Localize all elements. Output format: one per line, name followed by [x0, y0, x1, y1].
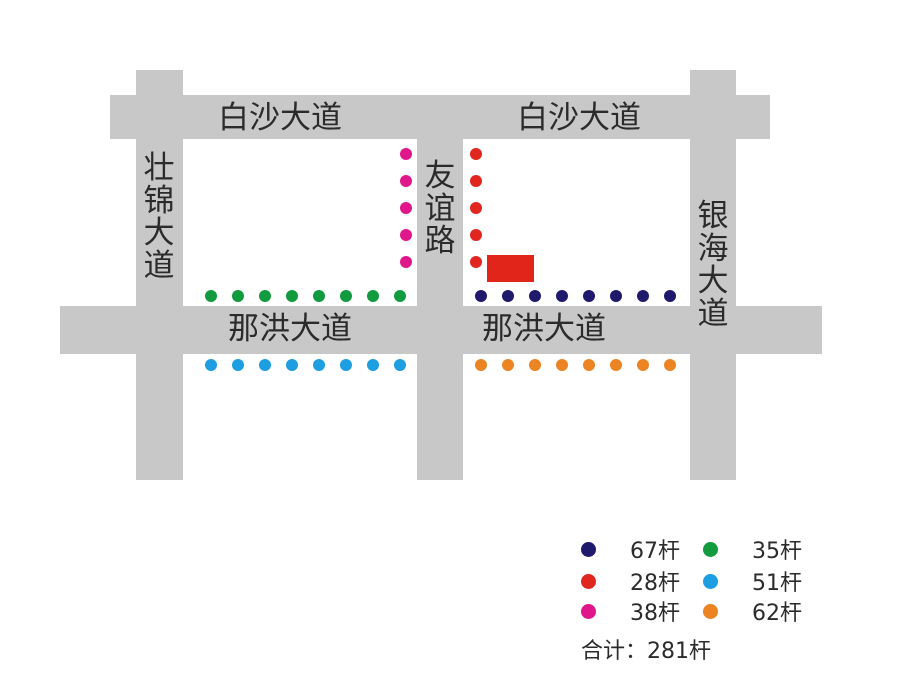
- legend-label-navy: 67杆: [630, 539, 680, 564]
- green-pole-dot: [205, 290, 217, 302]
- orange-pole-dot: [529, 359, 541, 371]
- magenta-pole-dot: [400, 202, 412, 214]
- navy-pole-dot: [637, 290, 649, 302]
- orange-dot-icon: [703, 603, 718, 619]
- orange-pole-dot: [664, 359, 676, 371]
- blue-pole-dot: [367, 359, 379, 371]
- blue-pole-dot: [259, 359, 271, 371]
- road-youyi: [417, 95, 463, 480]
- red-dot-icon: [581, 573, 596, 589]
- blue-dot-icon: [703, 573, 718, 589]
- orange-pole-dot: [556, 359, 568, 371]
- road-label-youyi: 友谊路: [424, 158, 456, 260]
- red-pole-dot: [470, 202, 482, 214]
- green-pole-dot: [367, 290, 379, 302]
- legend-item-magenta: 38杆: [581, 597, 680, 626]
- legend: 67杆 35杆 28杆 51杆 38杆 62杆 合计：281杆: [577, 533, 837, 673]
- navy-pole-dot: [664, 290, 676, 302]
- green-pole-dot: [394, 290, 406, 302]
- legend-item-red: 28杆: [581, 567, 680, 596]
- red-pole-dot: [470, 256, 482, 268]
- building-marker: [487, 255, 534, 282]
- green-pole-dot: [313, 290, 325, 302]
- orange-pole-dot: [583, 359, 595, 371]
- green-pole-dot: [286, 290, 298, 302]
- road-label-baisha-right: 白沙大道: [517, 100, 641, 136]
- road-label-baisha-left: 白沙大道: [218, 100, 342, 136]
- road-label-zhuangjin: 壮锦大道: [143, 150, 175, 284]
- road-label-nahong-right: 那洪大道: [482, 311, 606, 347]
- road-zhuangjin: [136, 70, 183, 480]
- green-pole-dot: [232, 290, 244, 302]
- legend-item-orange: 62杆: [703, 597, 802, 626]
- orange-pole-dot: [475, 359, 487, 371]
- road-yinhai: [690, 70, 736, 480]
- legend-label-green: 35杆: [752, 539, 802, 564]
- orange-pole-dot: [637, 359, 649, 371]
- navy-pole-dot: [610, 290, 622, 302]
- legend-label-blue: 51杆: [752, 571, 802, 596]
- blue-pole-dot: [286, 359, 298, 371]
- magenta-pole-dot: [400, 175, 412, 187]
- red-pole-dot: [470, 148, 482, 160]
- legend-label-magenta: 38杆: [630, 601, 680, 626]
- magenta-pole-dot: [400, 256, 412, 268]
- navy-pole-dot: [529, 290, 541, 302]
- orange-pole-dot: [610, 359, 622, 371]
- navy-dot-icon: [581, 541, 596, 557]
- magenta-pole-dot: [400, 229, 412, 241]
- blue-pole-dot: [394, 359, 406, 371]
- green-dot-icon: [703, 541, 718, 557]
- blue-pole-dot: [232, 359, 244, 371]
- road-label-nahong-left: 那洪大道: [228, 311, 352, 347]
- green-pole-dot: [340, 290, 352, 302]
- legend-item-navy: 67杆: [581, 535, 680, 564]
- legend-item-blue: 51杆: [703, 567, 802, 596]
- legend-item-green: 35杆: [703, 535, 802, 564]
- magenta-pole-dot: [400, 148, 412, 160]
- total-count: 合计：281杆: [581, 639, 711, 664]
- blue-pole-dot: [340, 359, 352, 371]
- blue-pole-dot: [205, 359, 217, 371]
- magenta-dot-icon: [581, 603, 596, 619]
- green-pole-dot: [259, 290, 271, 302]
- navy-pole-dot: [475, 290, 487, 302]
- red-pole-dot: [470, 229, 482, 241]
- navy-pole-dot: [502, 290, 514, 302]
- orange-pole-dot: [502, 359, 514, 371]
- navy-pole-dot: [556, 290, 568, 302]
- legend-label-orange: 62杆: [752, 601, 802, 626]
- legend-label-red: 28杆: [630, 571, 680, 596]
- red-pole-dot: [470, 175, 482, 187]
- navy-pole-dot: [583, 290, 595, 302]
- blue-pole-dot: [313, 359, 325, 371]
- road-label-yinhai: 银海大道: [697, 198, 729, 332]
